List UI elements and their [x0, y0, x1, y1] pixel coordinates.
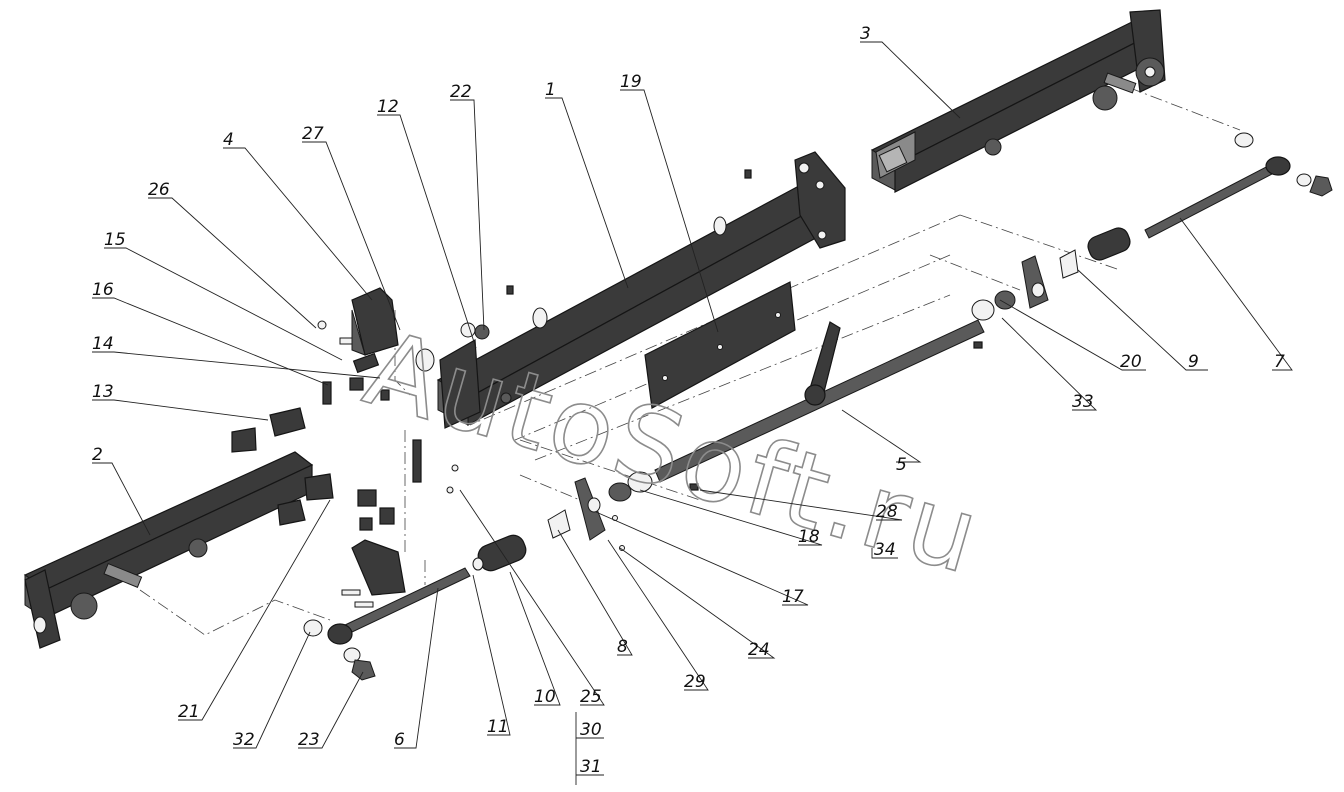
clamp-set-upper	[231, 287, 399, 453]
label-part-20: 20	[1120, 352, 1142, 372]
part-labels: 3 1 19 22 12 27 4 26 15 16 14 13 2 20 9 …	[92, 24, 1285, 777]
label-part-1: 1	[545, 80, 556, 100]
clamp-set-lower	[277, 439, 625, 608]
beam-part-2	[23, 451, 314, 649]
label-part-27: 27	[302, 124, 324, 144]
label-part-30: 30	[580, 720, 602, 740]
label-part-24: 24	[748, 640, 770, 660]
beam-part-1	[415, 151, 846, 429]
spring-part-right	[1021, 227, 1131, 309]
label-part-16: 16	[92, 280, 114, 300]
assembly-axes	[139, 87, 1241, 636]
label-part-15: 15	[104, 230, 126, 250]
label-part-26: 26	[148, 180, 170, 200]
label-part-12: 12	[377, 97, 399, 117]
label-part-29: 29	[684, 672, 706, 692]
label-part-13: 13	[92, 382, 114, 402]
label-part-31: 31	[580, 757, 602, 777]
label-part-9: 9	[1188, 352, 1199, 372]
rod-part-6	[303, 567, 471, 681]
label-part-7: 7	[1274, 352, 1285, 372]
label-part-17: 17	[782, 587, 804, 607]
label-part-22: 22	[450, 82, 472, 102]
shaft-part-5	[608, 290, 1016, 502]
label-part-2: 2	[92, 445, 103, 465]
label-part-23: 23	[298, 730, 320, 750]
bracket-part-17	[472, 477, 606, 572]
label-part-28: 28	[876, 502, 898, 522]
label-part-19: 19	[620, 72, 642, 92]
label-part-14: 14	[92, 334, 114, 354]
label-part-3: 3	[860, 24, 871, 44]
label-part-21: 21	[178, 702, 200, 722]
leader-lines	[92, 41, 1293, 785]
label-part-8: 8	[617, 637, 628, 657]
plate-part-19	[644, 281, 796, 409]
label-part-10: 10	[534, 687, 556, 707]
label-part-34: 34	[874, 540, 896, 560]
label-part-6: 6	[394, 730, 405, 750]
label-part-4: 4	[223, 130, 234, 150]
beam-part-3	[870, 9, 1166, 193]
label-part-18: 18	[798, 527, 820, 547]
label-part-25: 25	[580, 687, 602, 707]
label-part-5: 5	[896, 455, 907, 475]
label-part-11: 11	[487, 717, 509, 737]
label-part-33: 33	[1072, 392, 1094, 412]
rod-part-7	[1144, 132, 1333, 239]
label-part-32: 32	[233, 730, 255, 750]
